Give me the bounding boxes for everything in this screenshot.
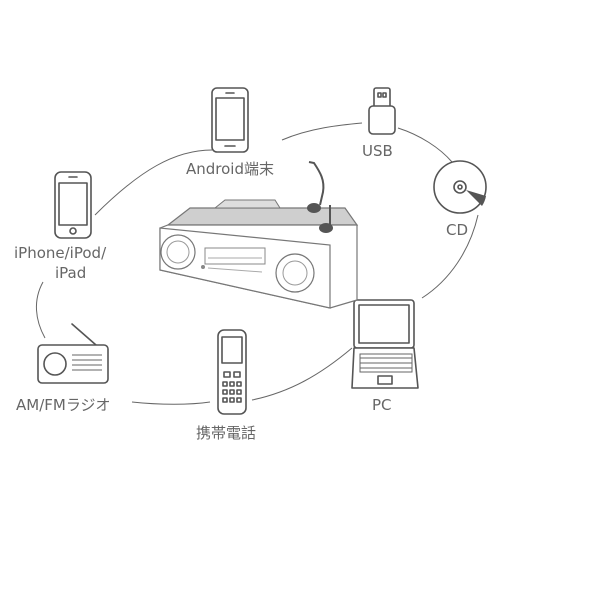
usb-device: USB	[362, 87, 396, 160]
radio-icon	[37, 323, 109, 384]
mobile-phone-label: 携帯電話	[196, 424, 256, 442]
music-note-icon	[307, 161, 333, 233]
iphone-icon	[54, 171, 92, 239]
pc-device: PC	[351, 299, 419, 414]
android-device: Android端末	[186, 87, 274, 178]
pc-label: PC	[372, 396, 392, 414]
cd-label: CD	[446, 221, 468, 239]
cd-device: CD	[433, 160, 487, 239]
usb-label: USB	[362, 142, 393, 160]
mobile-phone-device: 携帯電話	[196, 329, 256, 442]
speaker-system	[159, 199, 359, 309]
radio-device: AM/FMラジオ	[16, 323, 111, 414]
iphone-label-line1: iPhone/iPod/	[14, 244, 107, 262]
iphone-label-line2: iPad	[55, 264, 86, 282]
flip-phone-icon	[217, 329, 247, 415]
connection-path	[36, 122, 479, 405]
iphone-device: iPhone/iPod/ iPad	[14, 171, 107, 282]
laptop-icon	[351, 299, 419, 389]
usb-stick-icon	[368, 87, 396, 135]
cd-disc-icon	[433, 160, 487, 214]
smartphone-icon	[211, 87, 249, 153]
android-label: Android端末	[186, 160, 274, 178]
radio-label: AM/FMラジオ	[16, 396, 111, 414]
